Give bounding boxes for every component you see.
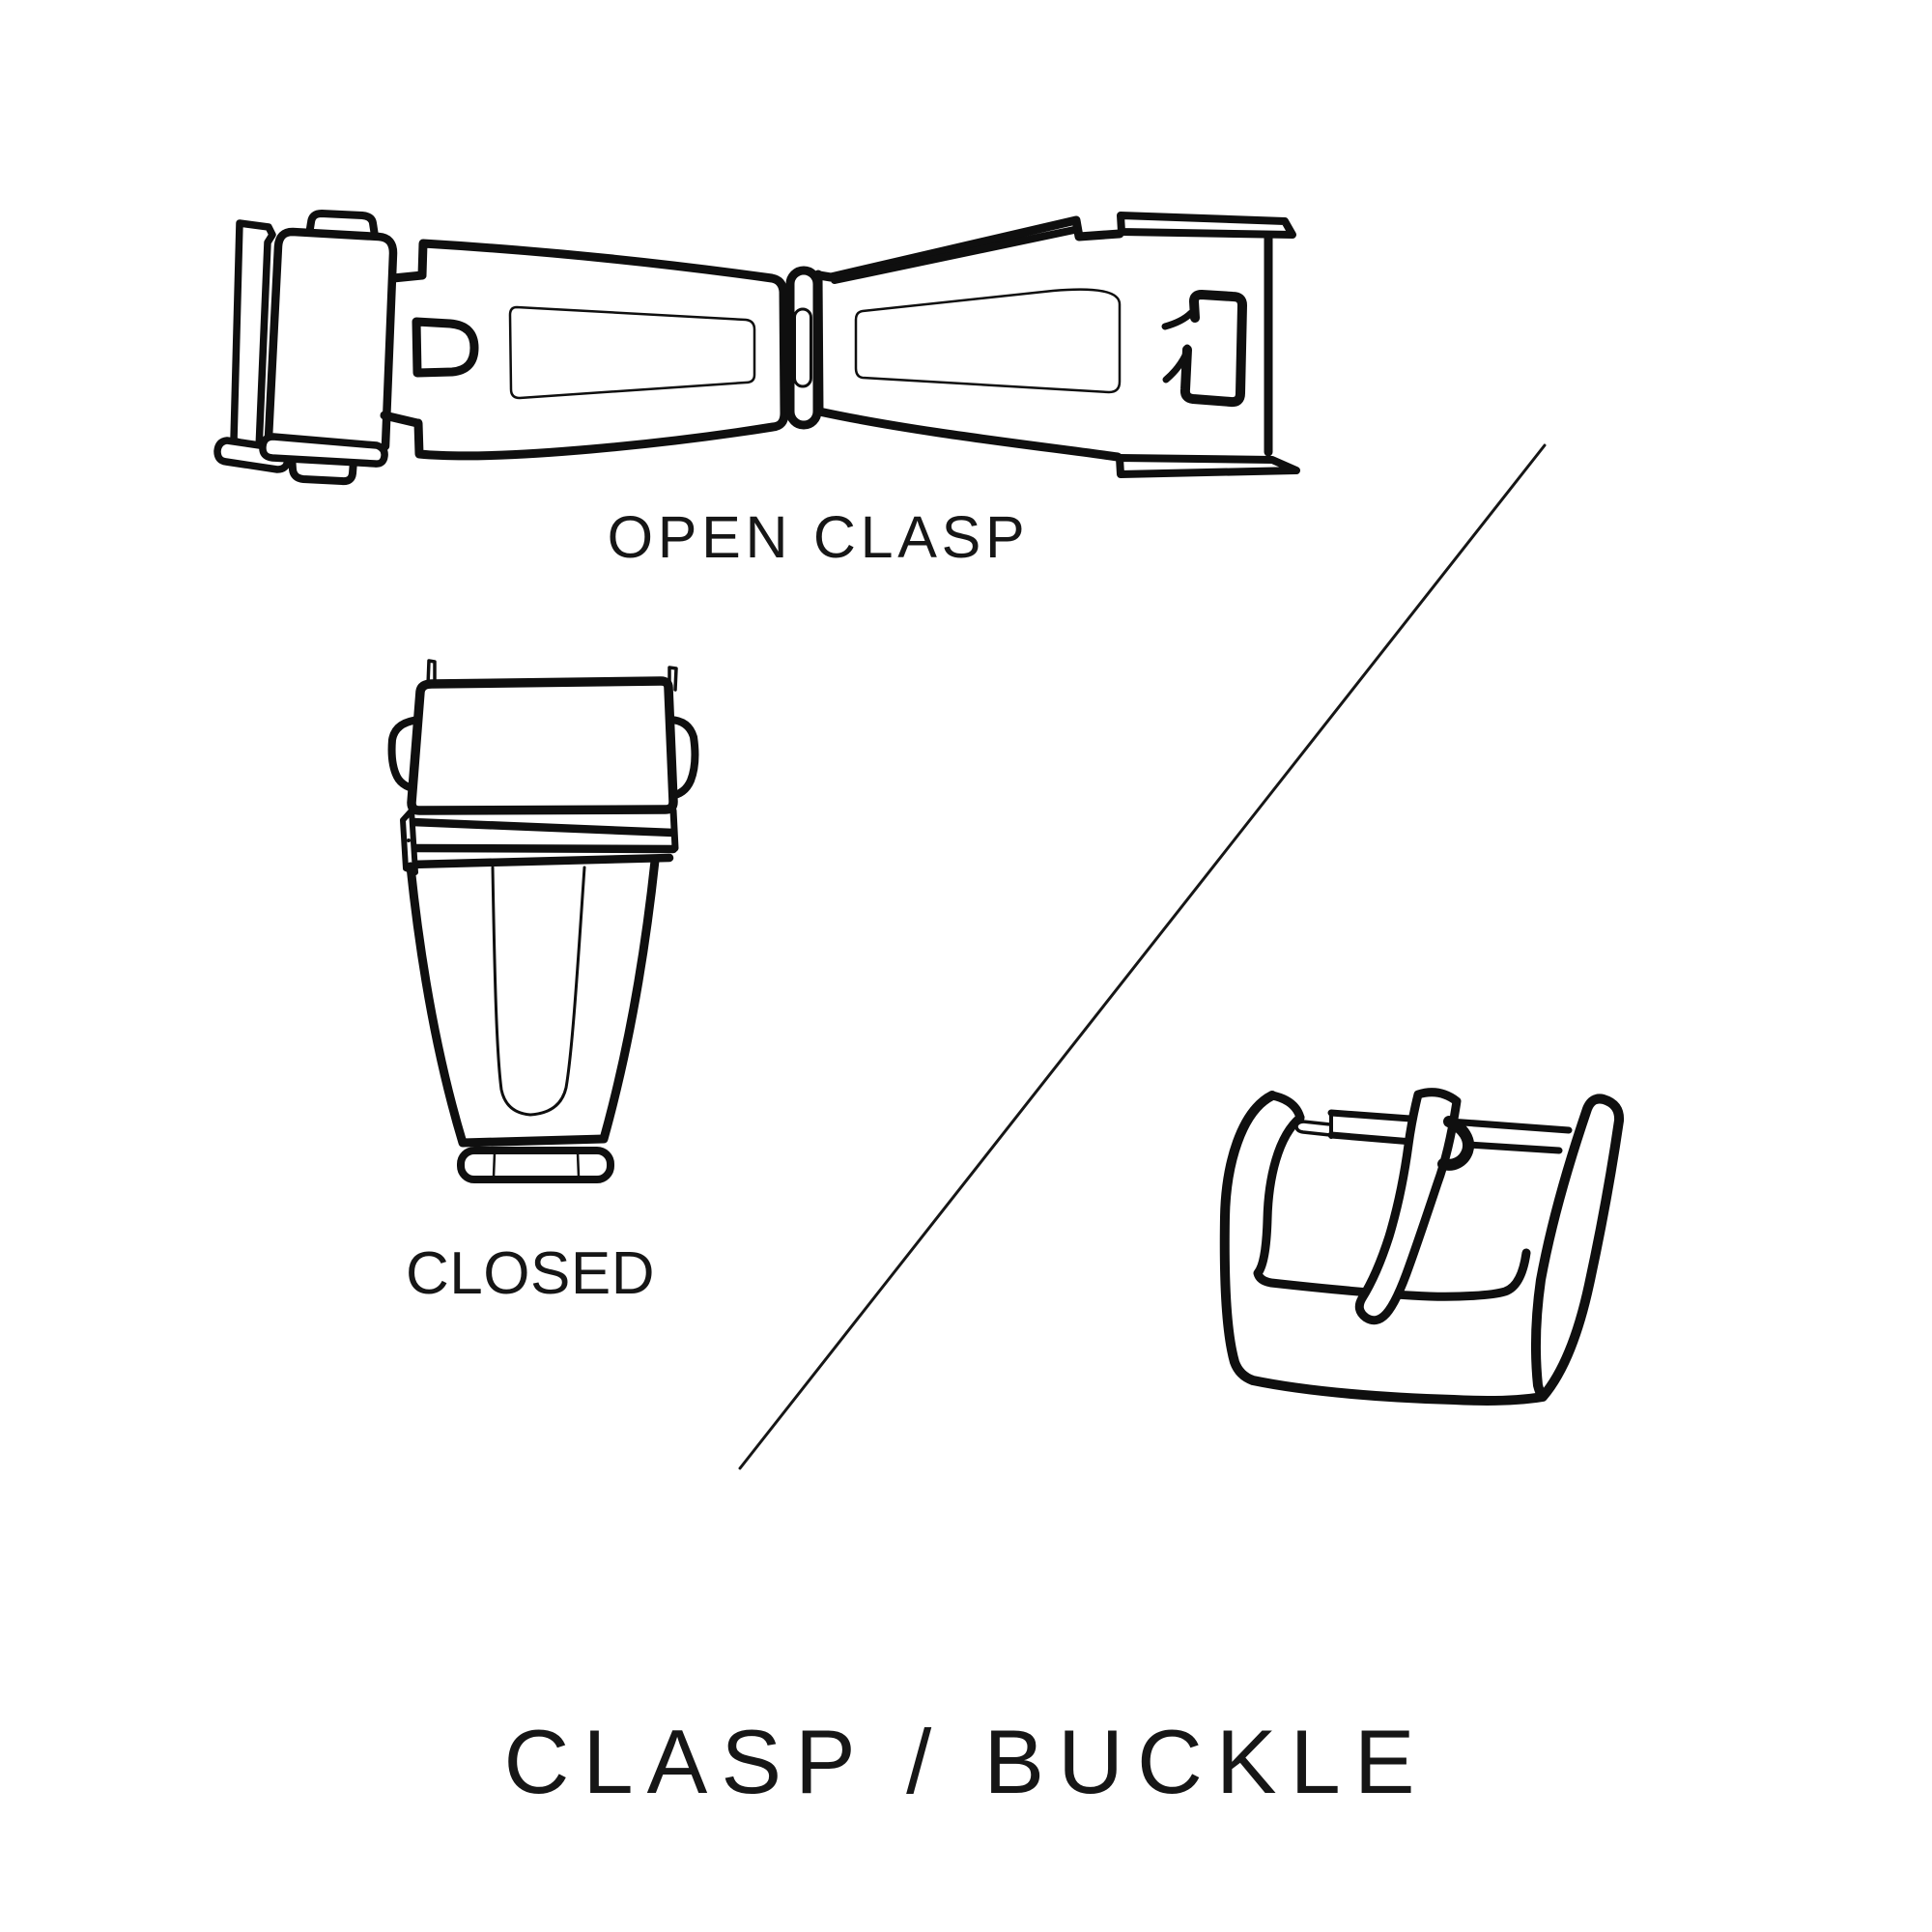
svg-text:CLASP / BUCKLE: CLASP / BUCKLE <box>503 1711 1428 1812</box>
svg-text:OPEN CLASP: OPEN CLASP <box>608 504 1030 570</box>
svg-text:CLOSED: CLOSED <box>406 1240 655 1307</box>
